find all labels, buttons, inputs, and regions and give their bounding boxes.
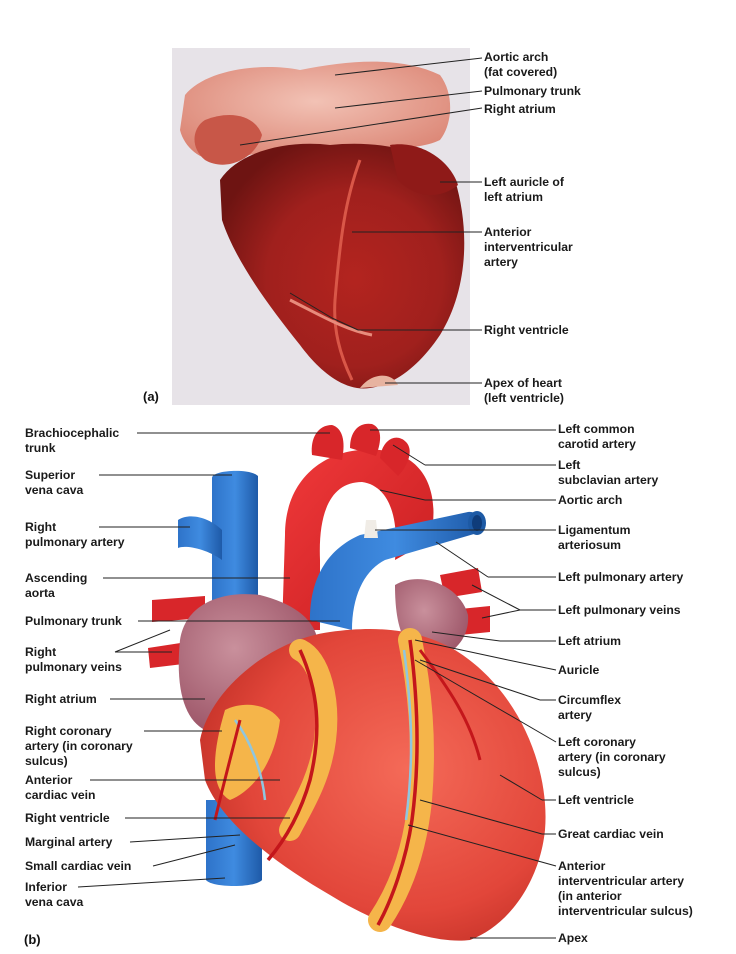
panel-a-tag: (a): [143, 389, 159, 404]
label-anterior-interventricular-artery: Anterior interventricular artery: [484, 225, 573, 269]
label-left-pulmonary-veins: Left pulmonary veins: [558, 603, 681, 617]
label-apex: Apex: [558, 931, 588, 945]
label-aortic-arch-b: Aortic arch: [558, 493, 623, 507]
panel-a-leaders: [239, 57, 483, 384]
label-inferior-vena-cava: Inferior vena cava: [25, 880, 84, 909]
label-pulmonary-trunk-b: Pulmonary trunk: [25, 614, 122, 628]
label-aortic-arch-fat-covered: Aortic arch (fat covered): [484, 50, 558, 79]
label-ligamentum-arteriosum: Ligamentum arteriosum: [558, 523, 631, 552]
label-left-auricle: Left auricle of left atrium: [484, 175, 564, 204]
label-right-atrium: Right atrium: [484, 102, 556, 116]
label-right-atrium-b: Right atrium: [25, 692, 97, 706]
label-brachiocephalic-trunk: Brachiocephalic trunk: [25, 426, 120, 455]
label-pulmonary-trunk: Pulmonary trunk: [484, 84, 581, 98]
label-great-cardiac-vein: Great cardiac vein: [558, 827, 664, 841]
label-ascending-aorta: Ascending aorta: [25, 571, 88, 600]
label-left-atrium: Left atrium: [558, 634, 621, 648]
label-apex-of-heart: Apex of heart (left ventricle): [484, 376, 564, 405]
label-anterior-interventricular-artery-b: Anterior interventricular artery (in ant…: [558, 859, 693, 918]
label-left-pulmonary-artery: Left pulmonary artery: [558, 570, 684, 584]
label-right-coronary-artery: Right coronary artery (in coronary sulcu…: [25, 724, 133, 768]
label-right-pulmonary-veins: Right pulmonary veins: [25, 645, 122, 674]
label-circumflex-artery: Circumflex artery: [558, 693, 621, 722]
label-left-coronary-artery: Left coronary artery (in coronary sulcus…: [558, 735, 666, 779]
photo-heart: [180, 61, 465, 389]
label-anterior-cardiac-vein: Anterior cardiac vein: [25, 773, 96, 802]
label-superior-vena-cava: Superior vena cava: [25, 468, 84, 497]
label-marginal-artery: Marginal artery: [25, 835, 113, 849]
label-right-pulmonary-artery: Right pulmonary artery: [25, 520, 125, 549]
illustrated-heart: [148, 423, 546, 941]
label-left-ventricle: Left ventricle: [558, 793, 634, 807]
label-right-ventricle-b: Right ventricle: [25, 811, 110, 825]
label-left-common-carotid-artery: Left common carotid artery: [558, 422, 636, 451]
label-small-cardiac-vein: Small cardiac vein: [25, 859, 132, 873]
label-left-subclavian-artery: Left subclavian artery: [558, 458, 659, 487]
label-auricle: Auricle: [558, 663, 600, 677]
panel-b-leaders: [77, 429, 557, 939]
label-right-ventricle: Right ventricle: [484, 323, 569, 337]
panel-b-tag: (b): [24, 932, 41, 947]
